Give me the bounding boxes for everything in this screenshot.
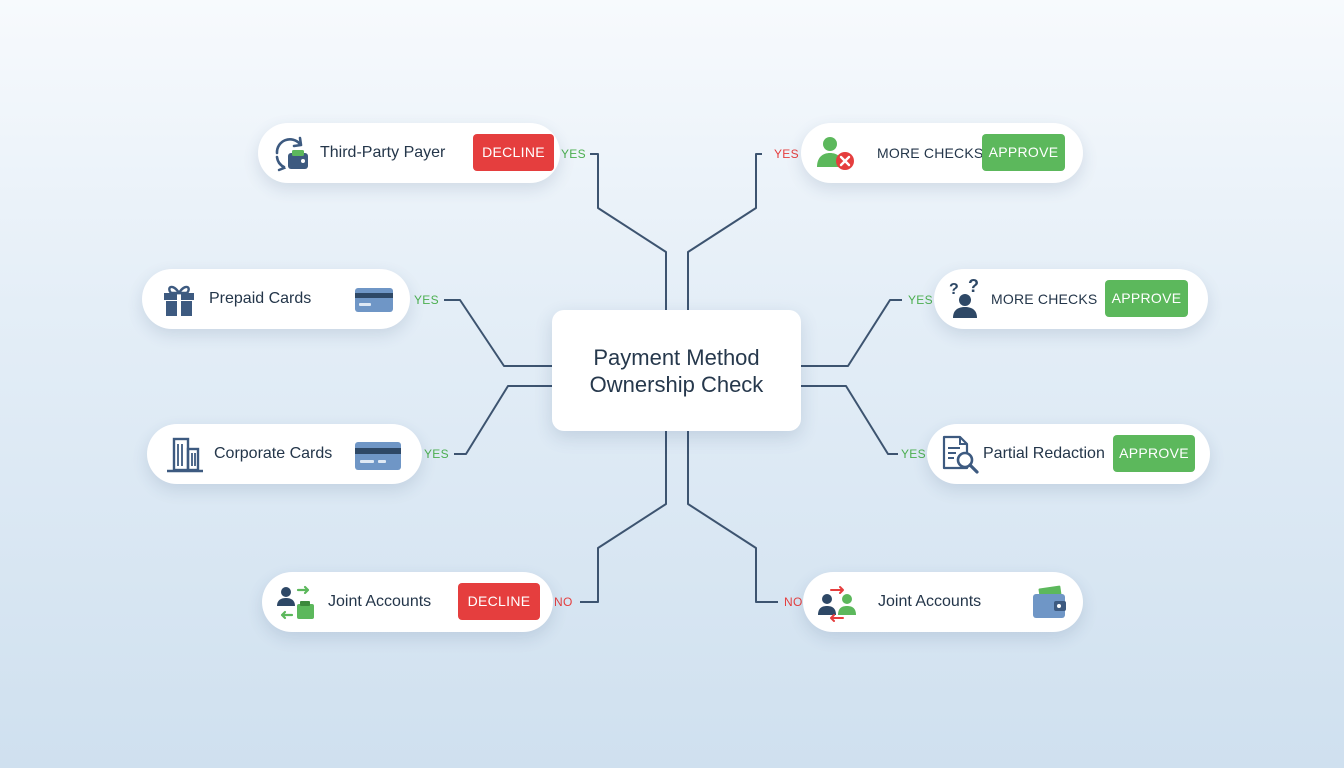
connector-checks-top	[687, 153, 762, 310]
node-partial-redaction: Partial Redaction APPROVE	[927, 424, 1210, 484]
wallet-icon	[1030, 582, 1070, 622]
connector-checks-mid	[801, 299, 902, 367]
node-label-redaction: Partial Redaction	[983, 445, 1105, 462]
node-corporate-cards: Corporate Cards	[147, 424, 422, 484]
node-label-checks-mid: MORE CHECKS	[991, 291, 1098, 307]
branch-label-third-party: YES	[561, 147, 586, 161]
branch-label-joint-left: NO	[554, 595, 573, 609]
connector-redaction	[801, 385, 898, 455]
center-title-line-2: Ownership Check	[589, 371, 764, 397]
svg-text:?: ?	[949, 281, 959, 298]
connector-joint-left	[580, 431, 667, 603]
node-more-checks-top: MORE CHECKS APPROVE	[801, 123, 1083, 183]
node-prepaid-cards: Prepaid Cards	[142, 269, 410, 329]
center-node-payment-ownership-check: Payment Method Ownership Check	[552, 310, 801, 431]
branch-label-corporate: YES	[424, 447, 449, 461]
decline-button-third-party[interactable]: DECLINE	[473, 134, 554, 171]
approve-button-redaction[interactable]: APPROVE	[1113, 435, 1195, 472]
building-icon	[165, 434, 205, 474]
branch-label-checks-top: YES	[774, 147, 799, 161]
branch-label-redaction: YES	[901, 447, 926, 461]
node-more-checks-mid: ? ? MORE CHECKS APPROVE	[934, 269, 1208, 329]
credit-card-icon	[354, 279, 394, 319]
connector-prepaid	[444, 299, 552, 367]
node-joint-accounts-left: Joint Accounts DECLINE	[262, 572, 553, 632]
svg-text:?: ?	[968, 279, 979, 296]
node-label-joint-right: Joint Accounts	[878, 593, 982, 610]
node-label-third-party: Third-Party Payer	[320, 144, 446, 161]
approve-button-checks-top[interactable]: APPROVE	[982, 134, 1065, 171]
node-label-prepaid: Prepaid Cards	[209, 290, 312, 307]
gift-icon	[159, 279, 199, 319]
user-question-icon: ? ?	[946, 279, 986, 319]
center-title-line-1: Payment Method	[593, 344, 760, 370]
node-label-joint-left: Joint Accounts	[328, 593, 432, 610]
document-search-icon	[940, 434, 980, 474]
credit-card-icon	[354, 434, 402, 474]
branch-label-joint-right: NO	[784, 595, 803, 609]
users-exchange-icon	[817, 582, 857, 622]
decline-button-joint-left[interactable]: DECLINE	[458, 583, 540, 620]
connector-third-party	[590, 153, 667, 310]
node-label-corporate: Corporate Cards	[214, 445, 333, 462]
connector-joint-right	[687, 431, 778, 603]
node-third-party-payer: Third-Party Payer DECLINE	[258, 123, 560, 183]
users-transfer-icon	[275, 582, 315, 622]
branch-label-prepaid: YES	[414, 293, 439, 307]
user-reject-icon	[815, 133, 855, 173]
branch-label-checks-mid: YES	[908, 293, 933, 307]
connector-corporate	[454, 385, 552, 455]
refresh-wallet-icon	[270, 133, 310, 173]
node-label-checks-top: MORE CHECKS	[877, 145, 984, 161]
node-joint-accounts-right: Joint Accounts	[803, 572, 1083, 632]
approve-button-checks-mid[interactable]: APPROVE	[1105, 280, 1188, 317]
